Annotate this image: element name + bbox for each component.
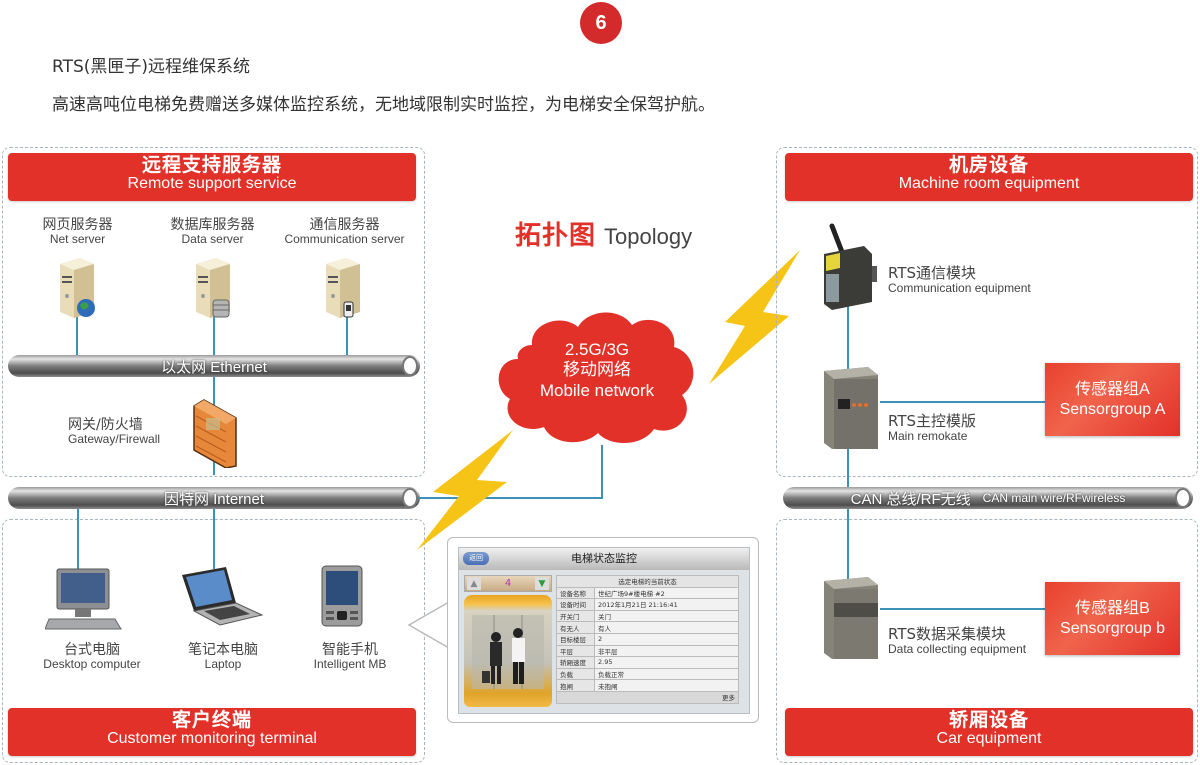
customer-terminal-title-en: Customer monitoring terminal xyxy=(107,729,317,747)
can-bus-label-en: CAN main wire/RFwireless xyxy=(982,491,1126,505)
communication-server-label: 通信服务器 Communication server xyxy=(284,217,405,247)
communication-module-icon xyxy=(824,223,877,310)
elevator-monitor-screen: 返回 电梯状态监控 ▲ 4 ▼ 选定电梯的当前状态 设备名称世纪广场9#楼电梯 … xyxy=(458,547,750,714)
internet-to-mobile-link xyxy=(418,497,603,499)
machine-room-header: 机房设备 Machine room equipment xyxy=(785,153,1193,201)
machine-room-panel xyxy=(776,147,1198,477)
sensor-group-b: 传感器组B Sensorgroup b xyxy=(1045,582,1180,655)
car-equipment-title-en: Car equipment xyxy=(936,729,1042,747)
mobile-down-link xyxy=(601,445,603,499)
floor-control-bar: ▲ 4 ▼ xyxy=(464,575,552,592)
data-server-link xyxy=(213,315,215,475)
car-equipment-title-zh: 轿厢设备 xyxy=(948,709,1029,731)
data-collecting-module-icon xyxy=(824,577,878,659)
table-row: 开关门关门 xyxy=(556,609,739,623)
gateway-label: 网关/防火墙 Gateway/Firewall xyxy=(68,417,161,447)
topology-title-zh: 拓扑图 xyxy=(515,221,597,251)
remote-support-title-zh: 远程支持服务器 xyxy=(141,154,282,176)
table-row: 有无人有人 xyxy=(556,621,739,634)
more-button[interactable]: 更多 xyxy=(556,690,739,704)
floor-up-button[interactable]: ▲ xyxy=(467,577,481,590)
screen-title-bar: 返回 电梯状态监控 xyxy=(459,548,749,570)
section-title: RTS(黑匣子)远程维保系统 xyxy=(52,57,251,77)
car-equipment-header: 轿厢设备 Car equipment xyxy=(785,708,1193,756)
ethernet-bus: 以太网 Ethernet xyxy=(8,355,420,377)
smartphone-icon xyxy=(321,565,363,627)
desktop-link xyxy=(77,509,79,569)
net-server-label: 网页服务器 Net server xyxy=(42,217,113,247)
remote-support-header: 远程支持服务器 Remote support service xyxy=(8,153,416,201)
elevator-car-image xyxy=(464,595,552,707)
floor-down-button[interactable]: ▼ xyxy=(535,577,549,590)
car-equipment-panel xyxy=(776,519,1198,763)
table-row: 抱闸未抱闸 xyxy=(556,679,739,692)
step-number-badge: 6 xyxy=(580,2,622,44)
remote-support-title-en: Remote support service xyxy=(127,174,297,192)
section-description: 高速高吨位电梯免费赠送多媒体监控系统，无地域限制实时监控，为电梯安全保驾护航。 xyxy=(52,95,715,115)
machine-room-title-zh: 机房设备 xyxy=(948,154,1029,176)
desktop-label: 台式电脑 Desktop computer xyxy=(43,642,141,672)
server-database-icon xyxy=(196,258,230,318)
mobile-network-cloud-icon xyxy=(498,312,694,444)
can-bus: CAN 总线/RF无线 CAN main wire/RFwireless xyxy=(783,487,1193,509)
table-row: 负载负载正常 xyxy=(556,667,739,681)
internet-bus: 因特网 Internet xyxy=(8,487,420,509)
topology-title: 拓扑图 Topology xyxy=(515,215,692,252)
sensor-b-link xyxy=(880,608,1046,610)
status-table-caption: 选定电梯的当前状态 xyxy=(556,575,739,588)
mobile-network-label: 2.5G/3G 移动网络 Mobile network xyxy=(539,340,655,400)
remote-support-panel xyxy=(2,147,425,477)
server-globe-icon xyxy=(60,258,95,318)
laptop-label: 笔记本电脑 Laptop xyxy=(188,642,258,672)
wireless-bolt-icon xyxy=(709,250,800,384)
topology-title-en: Topology xyxy=(604,224,693,249)
main-control-board-icon xyxy=(824,367,878,449)
back-button[interactable]: 返回 xyxy=(463,552,489,565)
sensor-a-link xyxy=(880,401,1046,403)
net-server-link xyxy=(76,315,78,355)
laptop-link xyxy=(213,509,215,569)
callout-pointer xyxy=(407,601,450,649)
sensor-group-a: 传感器组A Sensorgroup A xyxy=(1045,363,1180,436)
smartphone-label: 智能手机 Intelligent MB xyxy=(313,642,387,672)
screen-title: 电梯状态监控 xyxy=(571,552,637,565)
comm-module-label: RTS通信模块 Communication equipment xyxy=(888,264,1031,295)
laptop-icon xyxy=(182,567,264,626)
desktop-computer-icon xyxy=(45,568,122,630)
internet-bus-label: 因特网 Internet xyxy=(163,490,265,508)
wireless-bolt-icon xyxy=(417,430,513,550)
machine-room-trunk-link xyxy=(847,305,849,605)
machine-room-title-en: Machine room equipment xyxy=(898,174,1080,192)
main-board-label: RTS主控模版 Main remokate xyxy=(888,412,977,443)
can-bus-label-zh: CAN 总线/RF无线 xyxy=(850,490,971,508)
data-server-label: 数据库服务器 Data server xyxy=(170,217,255,247)
table-row: 设备名称世纪广场9#楼电梯 #2 xyxy=(556,586,739,600)
customer-terminal-header: 客户终端 Customer monitoring terminal xyxy=(8,708,416,756)
customer-terminal-title-zh: 客户终端 xyxy=(171,709,252,731)
comm-server-link xyxy=(346,315,348,355)
server-phone-icon xyxy=(326,258,360,318)
floor-indicator: 4 xyxy=(504,578,512,589)
elevator-passengers-icon xyxy=(472,615,544,689)
data-module-label: RTS数据采集模块 Data collecting equipment xyxy=(888,625,1027,656)
table-row: 平层非平层 xyxy=(556,644,739,658)
ethernet-bus-label: 以太网 Ethernet xyxy=(161,358,267,376)
firewall-icon xyxy=(193,399,237,468)
